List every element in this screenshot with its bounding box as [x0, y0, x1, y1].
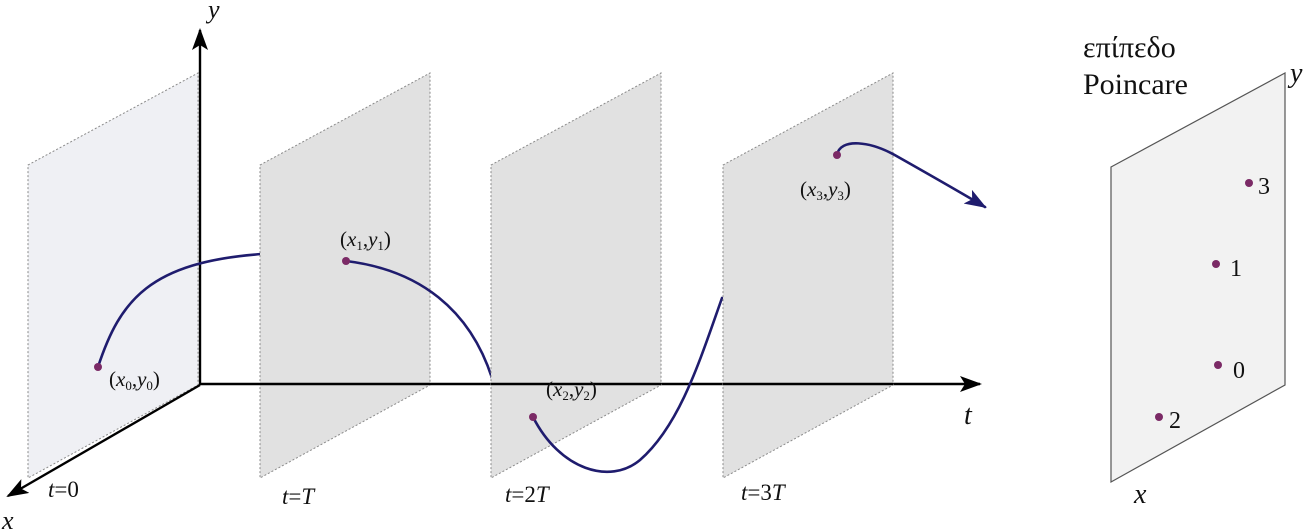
y-axis-label: y	[205, 0, 220, 24]
section-label-tT: t=T	[282, 484, 316, 509]
point-3	[833, 151, 841, 159]
point-0	[94, 363, 102, 371]
point-1	[342, 257, 350, 265]
poincare-point-label-0: 0	[1233, 358, 1245, 384]
poincare-title-line1: επίπεδο	[1083, 31, 1176, 64]
plane-t3T	[722, 72, 894, 479]
x-axis	[6, 383, 201, 498]
point-label-2: (x2,y2)	[546, 377, 597, 403]
poincare-y-label: y	[1287, 58, 1303, 89]
plane-t2T	[490, 72, 662, 479]
poincare-point-2	[1155, 413, 1163, 421]
poincare-point-3	[1245, 179, 1253, 187]
poincare-point-0	[1214, 361, 1222, 369]
poincare-point-label-1: 1	[1230, 256, 1242, 282]
poincare-point-1	[1212, 260, 1220, 268]
poincare-title-line2: Poincare	[1083, 68, 1188, 101]
poincare-point-label-3: 3	[1258, 174, 1270, 200]
section-label-t3T: t=3T	[741, 480, 787, 505]
point-label-3: (x3,y3)	[800, 177, 851, 203]
poincare-point-label-2: 2	[1169, 408, 1181, 434]
plane-t0	[27, 72, 199, 479]
section-label-t0: t=0	[48, 477, 79, 502]
trajectory-segment-2	[531, 296, 724, 474]
poincare-x-label: x	[1133, 479, 1147, 510]
point-label-1: (x1,y1)	[340, 227, 391, 253]
point-2	[529, 413, 537, 421]
point-label-0: (x0,y0)	[109, 367, 160, 393]
t-axis-label: t	[964, 400, 973, 431]
trajectory-segment-1	[344, 259, 494, 380]
poincare-plane	[1110, 71, 1286, 484]
x-axis-label: x	[1, 506, 14, 531]
trajectory-segment-0	[96, 252, 264, 369]
section-label-t2T: t=2T	[505, 482, 551, 507]
trajectory-segment-3	[835, 142, 987, 209]
